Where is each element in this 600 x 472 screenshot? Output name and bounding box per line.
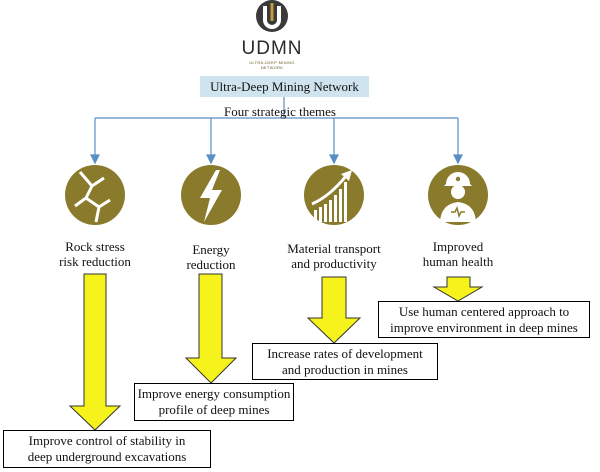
cracked-rock-icon <box>65 165 125 225</box>
outcome-arrows <box>68 273 484 431</box>
logo-wordmark: UDMN <box>241 38 303 59</box>
theme-label-line: Energy <box>192 242 230 257</box>
rising-bar-chart-icon <box>304 165 364 225</box>
theme-label-line: Rock stress <box>65 239 125 254</box>
theme-label-line: risk reduction <box>59 254 131 269</box>
arrow-health <box>432 276 484 302</box>
outcome-line: and production in mines <box>281 361 408 377</box>
outcome-box-material: Increase rates of development and produc… <box>252 343 438 380</box>
outcome-line: deep underground excavations <box>27 449 187 464</box>
theme-label-line: reduction <box>186 257 236 272</box>
outcome-line: profile of deep mines <box>158 402 270 417</box>
theme-label-line: and productivity <box>291 256 377 271</box>
outcome-line: improve environment in deep mines <box>390 319 578 335</box>
outcome-box-health: Use human centered approach to improve e… <box>378 301 590 338</box>
outcome-box-energy: Improve energy consumption profile of de… <box>134 383 294 421</box>
theme-label-line: human health <box>422 254 494 269</box>
theme-label-line: Improved <box>432 239 484 254</box>
lightning-bolt-icon <box>181 165 241 225</box>
outcome-box-rock-stress: Improve control of stability in deep und… <box>3 430 211 468</box>
outcome-line: Improve energy consumption <box>137 386 291 401</box>
arrow-rock-stress <box>68 273 122 431</box>
logo-tagline: ULTRA-DEEP MINING NETWORK <box>249 60 295 70</box>
network-title-box: Ultra-Deep Mining Network <box>200 76 369 97</box>
theme-label-health: Improved human health <box>408 239 508 269</box>
theme-label-energy: Energy reduction <box>161 242 261 272</box>
theme-label-material: Material transport and productivity <box>274 241 394 271</box>
udmn-logo-icon <box>256 0 288 32</box>
outcome-line: Improve control of stability in <box>28 433 186 448</box>
theme-label-rock-stress: Rock stress risk reduction <box>45 239 145 269</box>
themes-heading: Four strategic themes <box>224 104 336 119</box>
theme-label-line: Material transport <box>287 241 381 256</box>
outcome-line: Use human centered approach to <box>398 303 570 319</box>
theme-connectors <box>90 97 463 165</box>
miner-heart-icon <box>428 165 488 225</box>
arrow-material <box>306 276 362 344</box>
arrow-energy <box>184 273 238 384</box>
outcome-line: Increase rates of development <box>267 345 423 361</box>
